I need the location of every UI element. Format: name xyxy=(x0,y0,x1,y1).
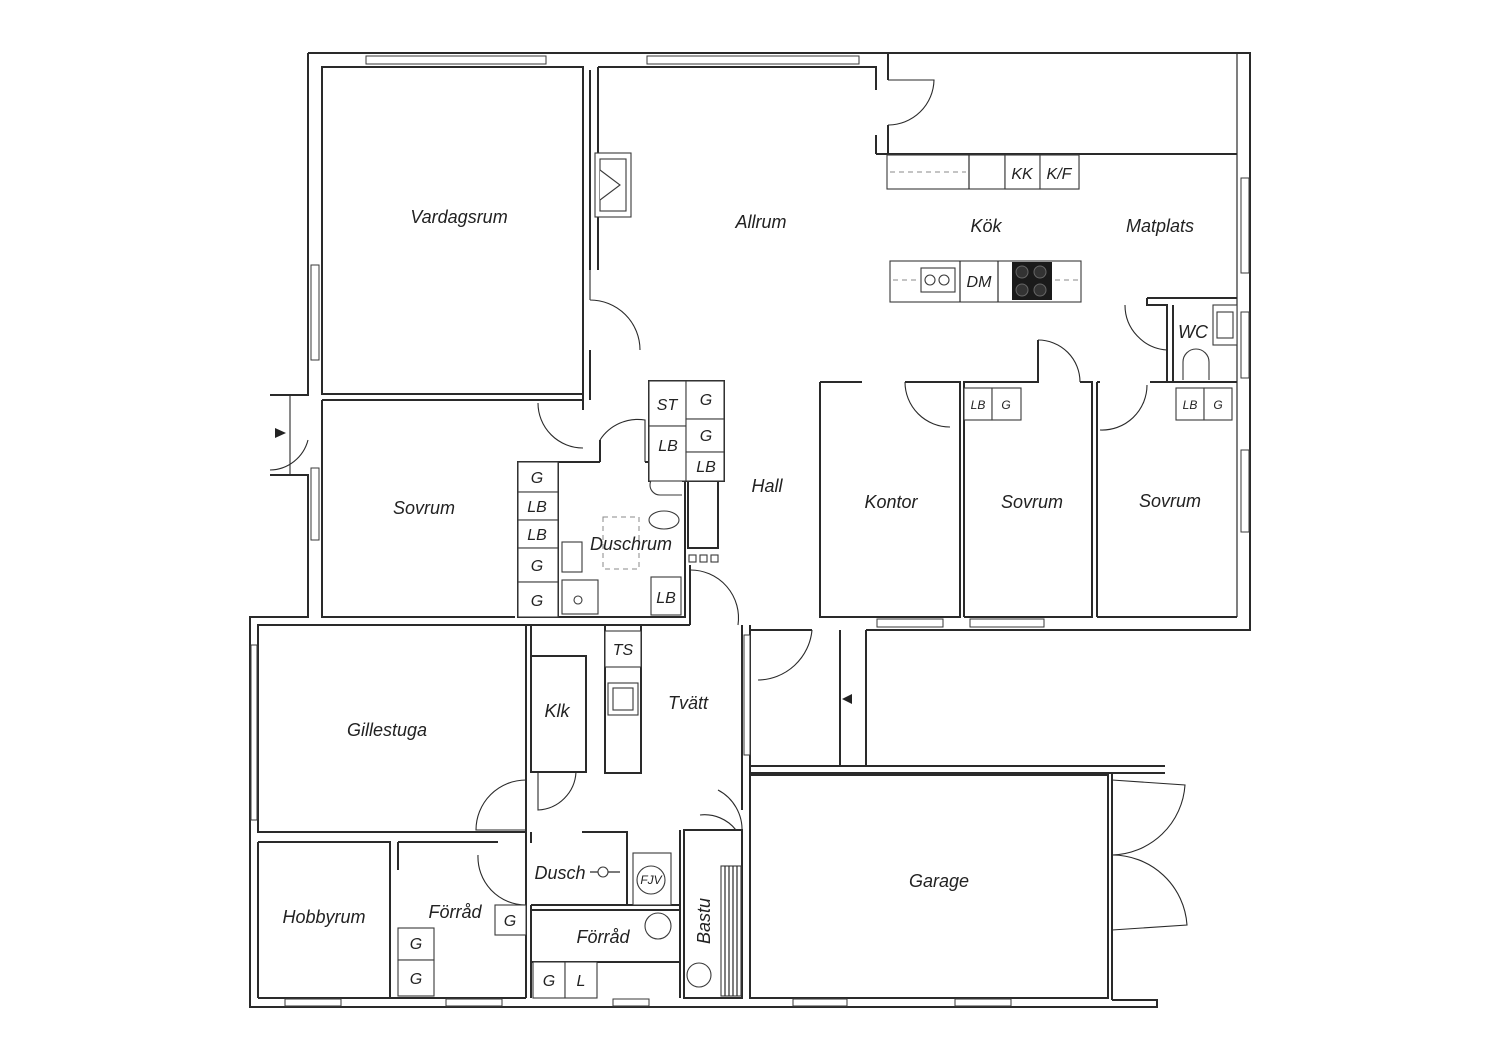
door-kontor xyxy=(904,381,951,428)
window-garage-1 xyxy=(792,998,848,1007)
door-hobbyrum xyxy=(477,854,527,906)
door-sovrum-mid xyxy=(1037,339,1081,383)
tvatt-sink xyxy=(607,682,639,716)
label-g-hall-1: G xyxy=(700,392,712,409)
room-klk: Klk xyxy=(544,701,570,721)
room-kok: Kök xyxy=(970,216,1002,236)
label-lb-east: LB xyxy=(1183,398,1198,412)
door-entrance-west xyxy=(269,394,309,475)
room-labels: Vardagsrum Allrum Kök Matplats WC Sovrum… xyxy=(282,207,1209,947)
label-g-mid: G xyxy=(1001,398,1010,412)
label-fjv: FJV xyxy=(640,873,662,887)
forrad-fixtures xyxy=(644,912,712,988)
hall-outlets xyxy=(688,554,719,563)
window-forrad xyxy=(612,998,650,1007)
window-sovrum-mid xyxy=(969,618,1045,628)
room-hall: Hall xyxy=(751,476,783,496)
label-lb-w2: LB xyxy=(527,527,547,544)
door-gillestuga xyxy=(475,779,527,831)
fixture-boxes: KK K/F DM ST LB G G LB G LB LB G G LB LB… xyxy=(397,154,1233,999)
window-matplats xyxy=(1240,177,1250,274)
outer-walls xyxy=(249,52,1251,1008)
room-forrad-west: Förråd xyxy=(428,902,482,922)
fjv-unit xyxy=(632,852,672,906)
door-garage xyxy=(717,789,743,833)
door-garage-east-1 xyxy=(1111,779,1186,856)
window-hobbyrum-2 xyxy=(445,998,503,1007)
room-forrad-mid: Förråd xyxy=(576,927,630,947)
door-garage-east-2 xyxy=(1111,854,1188,931)
window-wc xyxy=(1240,311,1250,379)
label-g-hobby-2: G xyxy=(410,971,422,988)
windows xyxy=(250,55,1250,1007)
door-garage-entry xyxy=(757,629,813,681)
room-hobbyrum: Hobbyrum xyxy=(282,907,365,927)
window-tvatt xyxy=(743,634,751,756)
label-g-east: G xyxy=(1213,398,1222,412)
window-vardagsrum xyxy=(365,55,547,65)
label-g-w2: G xyxy=(531,558,543,575)
room-allrum: Allrum xyxy=(734,212,786,232)
window-garage-2 xyxy=(954,998,1012,1007)
label-g-forrad-w: G xyxy=(504,913,516,930)
label-st: ST xyxy=(657,397,679,414)
window-sovrum-east xyxy=(1240,449,1250,533)
label-g-w3: G xyxy=(531,593,543,610)
room-duschrum: Duschrum xyxy=(590,534,672,554)
entrance-arrow-west xyxy=(275,428,286,438)
room-kontor: Kontor xyxy=(864,492,918,512)
window-sovrum-west xyxy=(310,467,320,541)
room-sovrum-mid: Sovrum xyxy=(1001,492,1063,512)
label-g-w1: G xyxy=(531,470,543,487)
label-lb-hall-2: LB xyxy=(696,459,716,476)
door-sovrum-east xyxy=(1099,384,1148,431)
label-l: L xyxy=(577,973,586,990)
entrance-arrow-garage xyxy=(842,694,852,704)
label-kk: KK xyxy=(1011,166,1034,183)
room-sovrum-west: Sovrum xyxy=(393,498,455,518)
shower-lower xyxy=(590,866,620,878)
window-kontor xyxy=(876,618,944,628)
room-garage: Garage xyxy=(909,871,969,891)
label-lb-w1: LB xyxy=(527,499,547,516)
window-vardagsrum-west xyxy=(310,264,320,361)
door-sovrum-west xyxy=(537,402,584,449)
room-vardagsrum: Vardagsrum xyxy=(410,207,507,227)
room-wc: WC xyxy=(1178,322,1209,342)
window-allrum xyxy=(646,55,860,65)
window-gillestuga xyxy=(250,644,258,821)
room-matplats: Matplats xyxy=(1126,216,1194,236)
window-hobbyrum-1 xyxy=(284,998,342,1007)
bastu-bench xyxy=(720,865,742,997)
door-bastu xyxy=(699,814,737,831)
inner-walls xyxy=(257,53,1237,999)
door-wc xyxy=(1124,304,1168,351)
label-kf: K/F xyxy=(1047,166,1073,183)
door-duschrum xyxy=(599,418,646,462)
door-hall-south xyxy=(689,569,740,626)
room-dusch: Dusch xyxy=(534,863,585,883)
label-dm: DM xyxy=(967,274,993,291)
fireplace xyxy=(594,152,632,218)
label-lb-mid: LB xyxy=(971,398,986,412)
room-tvatt: Tvätt xyxy=(668,693,709,713)
label-ts: TS xyxy=(613,642,634,659)
door-klk xyxy=(537,771,577,811)
kitchen-island xyxy=(889,260,1082,303)
label-g-forrad-mid: G xyxy=(543,973,555,990)
label-lb-hall-1: LB xyxy=(658,438,678,455)
room-gillestuga: Gillestuga xyxy=(347,720,427,740)
room-bastu: Bastu xyxy=(694,898,714,944)
door-vardagsrum xyxy=(589,270,641,351)
label-g-hobby-1: G xyxy=(410,936,422,953)
doors xyxy=(269,79,1188,931)
label-g-hall-2: G xyxy=(700,428,712,445)
label-lb-duschrum: LB xyxy=(656,590,676,607)
wc-fixtures xyxy=(1182,304,1238,380)
room-sovrum-east: Sovrum xyxy=(1139,491,1201,511)
door-patio xyxy=(887,79,935,126)
